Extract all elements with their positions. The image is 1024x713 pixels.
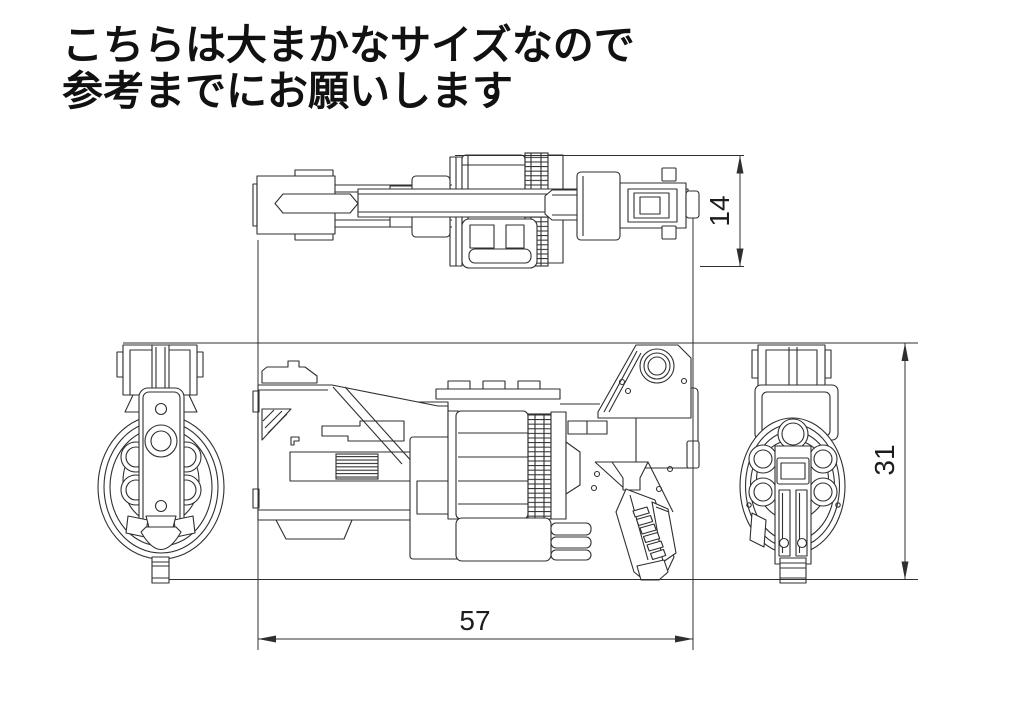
side-view-drawing <box>252 344 700 581</box>
dimension-31: 31 <box>869 343 909 580</box>
front-view-drawing <box>97 344 225 584</box>
dimension-57: 57 <box>258 605 693 643</box>
note-line-1: こちらは大まかなサイズなので <box>62 22 635 68</box>
note-text: こちらは大まかなサイズなので 参考までにお願いします <box>62 22 635 114</box>
dimension-14: 14 <box>455 155 744 267</box>
dimension-31-label: 31 <box>869 444 900 475</box>
dimension-57-label: 57 <box>459 605 490 636</box>
top-view-drawing <box>252 152 700 269</box>
dimension-14-label: 14 <box>704 195 735 226</box>
projection-lines <box>123 218 918 650</box>
rear-view-drawing <box>739 344 846 584</box>
note-line-2: 参考までにお願いします <box>62 68 513 114</box>
